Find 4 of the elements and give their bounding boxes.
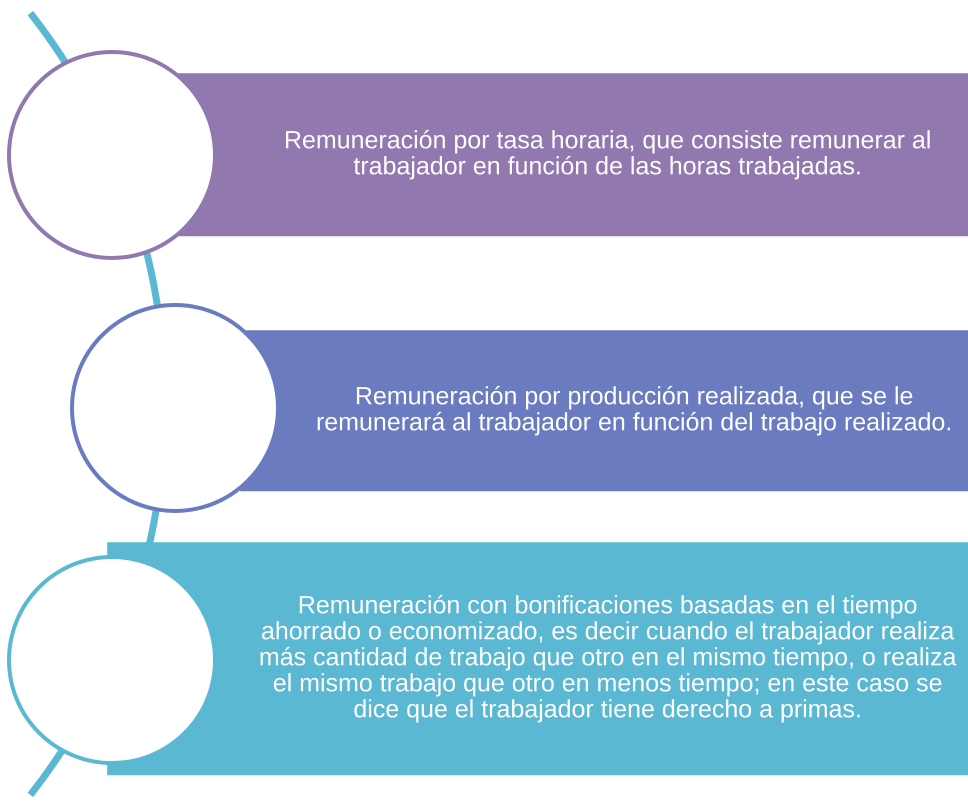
text-band: Remuneración por producción realizada, que se le remunerará al trabajador en función del trabajo realizado. — [240, 330, 968, 492]
circle — [7, 555, 217, 765]
text-band: Remuneración con bonificaciones basadas en el tiempo ahorrado o economizado, es decir cuando el trabajador realiza más cantidad de trabajo que otro en el mismo tiempo, o realiza el mismo trabajo que otro en menos tiempo; en este caso se dice que el trabajador tiene derecho a primas. — [107, 542, 968, 776]
text-band: Remuneración por tasa horaria, que consiste remunerar al trabajador en función de las horas trabajadas. — [160, 73, 968, 236]
